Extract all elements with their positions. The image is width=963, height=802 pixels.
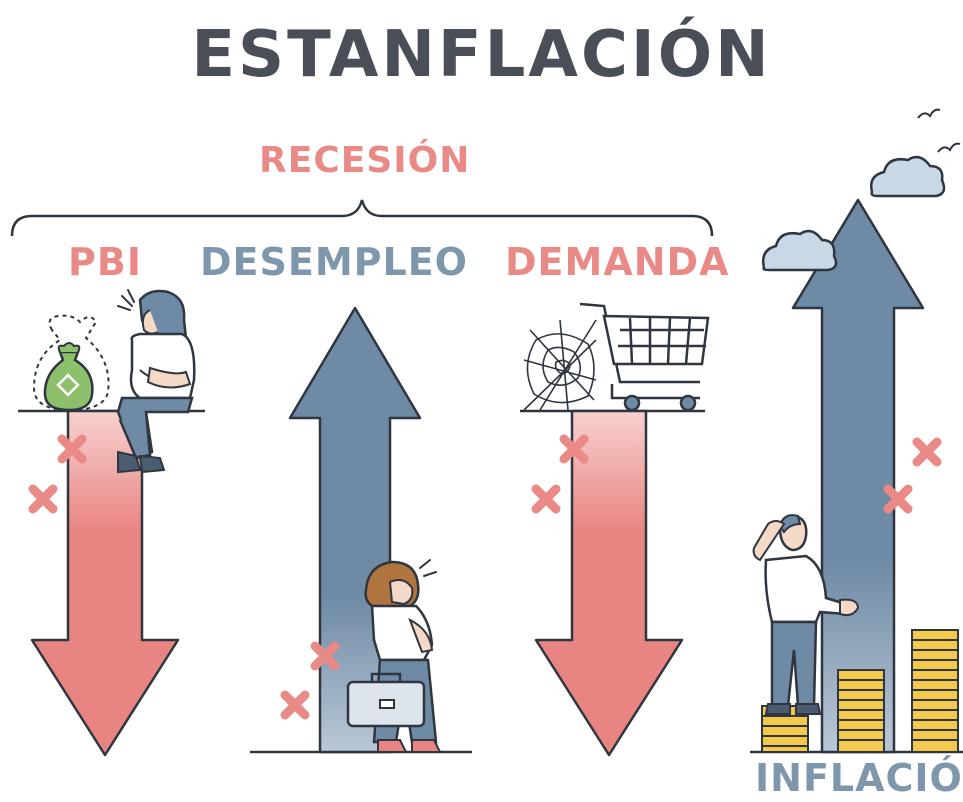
cart-icon [579, 302, 710, 412]
cloud-icon [870, 155, 946, 198]
coin-stack-icon [911, 629, 959, 753]
coin-stack-icon [837, 669, 885, 753]
briefcase-icon [346, 672, 426, 728]
cloud-icon [762, 229, 838, 272]
page-title: ESTANFLACIÓN [191, 18, 772, 92]
sitting-woman-figure [116, 289, 196, 474]
recession-label: RECESIÓN [259, 140, 471, 181]
x-mark-icon [33, 489, 53, 509]
desempleo-label: DESEMPLEO [200, 240, 468, 284]
x-mark-icon [536, 489, 556, 509]
pbi-label: PBI [68, 240, 142, 284]
demanda-label: DEMANDA [505, 240, 730, 284]
x-mark-icon [917, 442, 937, 462]
inflacion-label: INFLACIÓN [755, 756, 963, 800]
x-mark-icon [285, 695, 305, 715]
money-bag-icon [32, 314, 110, 412]
recession-brace [10, 199, 714, 237]
demanda-down-arrow [534, 409, 684, 757]
inflacion-up-arrow [791, 198, 925, 754]
confused-man-figure [752, 514, 860, 715]
spiderweb-icon [523, 319, 597, 411]
bird-icon [917, 108, 961, 153]
